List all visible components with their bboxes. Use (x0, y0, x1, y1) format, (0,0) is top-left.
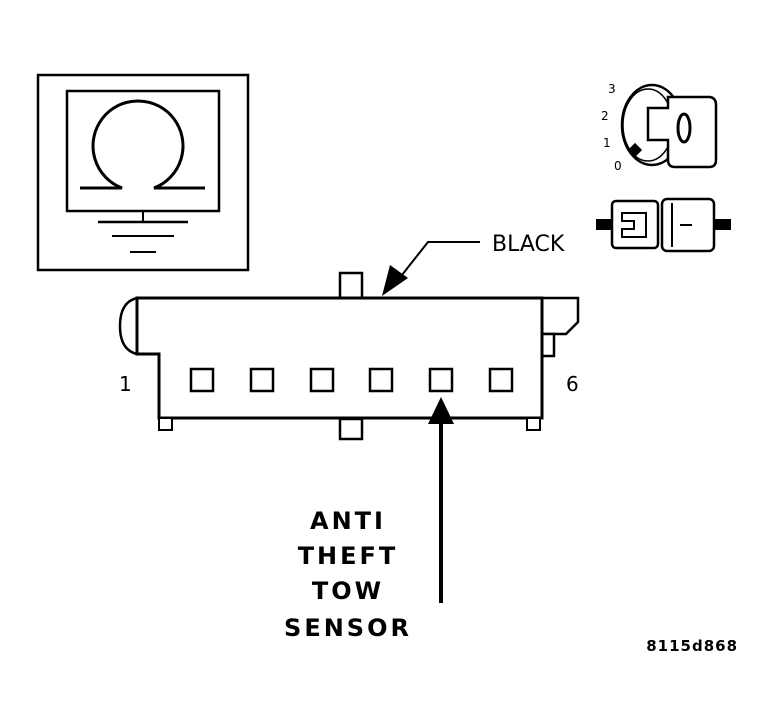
ignition-key-icon: 3 2 1 0 (601, 82, 718, 173)
sensor-pin-arrow (428, 397, 454, 603)
connector-body (118, 271, 580, 441)
ignition-position-1: 1 (603, 136, 611, 150)
connector-pin-1 (189, 367, 215, 393)
connector-plug-icon (596, 197, 731, 253)
figure-id: 8115d868 (646, 637, 738, 655)
ignition-position-2: 2 (601, 109, 609, 123)
callout-line-4: SENSOR (284, 614, 412, 642)
callout-line-3: TOW (312, 577, 384, 605)
connector-pin-5 (428, 367, 454, 393)
ignition-position-0: 0 (614, 159, 622, 173)
ohmmeter-icon (36, 73, 250, 272)
connector-pin-2 (249, 367, 275, 393)
callout-line-2: THEFT (298, 542, 399, 570)
callout-line-1: ANTI (310, 507, 386, 535)
sensor-callout: ANTI THEFT TOW SENSOR (284, 507, 412, 642)
pin-label-first: 1 (119, 372, 132, 396)
connector-pin-4 (368, 367, 394, 393)
connector-pin-6 (488, 367, 514, 393)
pin-label-last: 6 (566, 372, 579, 396)
connector-pin-3 (309, 367, 335, 393)
color-leader (382, 241, 480, 296)
connector-pins (189, 367, 514, 393)
ignition-position-3: 3 (608, 82, 616, 96)
connector-color-label: BLACK (492, 232, 565, 257)
